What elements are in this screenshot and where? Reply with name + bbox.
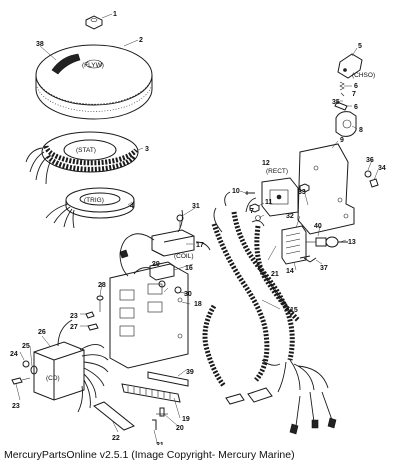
callout-25: 25 <box>22 343 30 350</box>
screw-27[interactable] <box>87 323 99 331</box>
callout-18: 18 <box>194 301 202 308</box>
callout-11: 11 <box>265 199 273 206</box>
callout-17: 17 <box>196 242 204 249</box>
callout-7a: 7 <box>352 91 356 98</box>
nut-33[interactable] <box>299 183 310 193</box>
terminal-cover[interactable] <box>147 371 189 387</box>
callout-34: 34 <box>378 165 386 172</box>
callout-33: 33 <box>298 189 306 196</box>
stator[interactable] <box>25 131 139 185</box>
callout-9: 9 <box>340 137 344 144</box>
rectifier[interactable] <box>261 177 299 217</box>
callout-13: 13 <box>348 239 356 246</box>
washer-34[interactable] <box>369 178 379 188</box>
callout-3: 3 <box>145 146 149 153</box>
trigger[interactable] <box>45 187 135 229</box>
callout-2: 2 <box>139 37 143 44</box>
screw-23-lower[interactable] <box>11 377 31 385</box>
tag-coil: (COIL) <box>174 253 194 260</box>
callout-21b: 21 <box>271 271 279 278</box>
screw-10[interactable] <box>245 191 255 195</box>
callout-39: 39 <box>186 369 194 376</box>
callout-40: 40 <box>314 223 322 230</box>
callout-15: 15 <box>290 307 298 314</box>
mounting-plate[interactable] <box>297 143 355 235</box>
module-16[interactable] <box>133 261 175 281</box>
washer-24[interactable] <box>22 360 30 368</box>
ignition-coil[interactable] <box>119 209 211 277</box>
callout-19: 19 <box>182 416 190 423</box>
leader-lines <box>15 13 379 445</box>
callout-6b: 6 <box>354 104 358 111</box>
callout-23a: 23 <box>70 313 78 320</box>
screw-21-bottom[interactable] <box>152 419 157 430</box>
callout-22: 22 <box>112 435 120 442</box>
callout-16: 16 <box>185 265 193 272</box>
terminal-block[interactable] <box>281 225 307 265</box>
choke-plunger[interactable] <box>334 101 348 111</box>
choke-bracket[interactable] <box>337 53 363 79</box>
washer-7-lower[interactable] <box>255 215 261 221</box>
callout-38: 38 <box>36 41 44 48</box>
callout-23b: 23 <box>12 403 20 410</box>
callout-6a: 6 <box>354 83 358 90</box>
flywheel-nut[interactable] <box>85 15 103 30</box>
coil-plate[interactable] <box>109 263 189 369</box>
cd-module[interactable] <box>33 319 109 413</box>
callout-28: 28 <box>98 282 106 289</box>
terminal-strip[interactable] <box>121 383 181 403</box>
tag-choke-solenoid: (CHSO) <box>352 72 375 79</box>
callout-35: 35 <box>332 99 340 106</box>
callout-4: 4 <box>130 203 134 210</box>
callout-32: 32 <box>286 213 294 220</box>
screw-36[interactable] <box>364 170 372 178</box>
callout-5: 5 <box>358 43 362 50</box>
callout-27: 27 <box>70 324 78 331</box>
callout-10: 10 <box>232 188 240 195</box>
callout-8: 8 <box>359 127 363 134</box>
callout-37: 37 <box>320 265 328 272</box>
tag-stator: (STAT) <box>76 147 96 154</box>
ground-bolt[interactable] <box>325 236 348 248</box>
screw-23-upper[interactable] <box>85 311 95 319</box>
image-caption: MercuryPartsOnline v2.5.1 (Image Copyrig… <box>4 449 295 461</box>
mounting-bracket-22[interactable] <box>93 401 135 431</box>
callout-12: 12 <box>262 160 270 167</box>
screw-29[interactable] <box>158 280 166 288</box>
grommet-25[interactable] <box>30 365 38 375</box>
callout-26: 26 <box>38 329 46 336</box>
screws-37[interactable] <box>299 255 317 263</box>
callout-1: 1 <box>113 11 117 18</box>
ground-stud[interactable] <box>306 237 327 247</box>
callout-7b: 7 <box>250 208 254 215</box>
wiring-harness[interactable] <box>202 191 337 435</box>
choke-solenoid[interactable] <box>335 111 357 137</box>
callout-20: 20 <box>176 425 184 432</box>
bolt-28[interactable] <box>96 295 104 312</box>
callout-36: 36 <box>366 157 374 164</box>
flywheel[interactable] <box>35 44 153 120</box>
tag-cd-module: (CD) <box>46 375 60 382</box>
choke-spring[interactable] <box>339 81 345 97</box>
tag-flywheel: (FLYW) <box>82 62 104 69</box>
callout-24: 24 <box>10 351 18 358</box>
exploded-parts-diagram: (FLYW) (STAT) (TRIG) (CHSO) (RECT) (COIL… <box>10 11 386 445</box>
tag-trigger: (TRIG) <box>84 197 104 204</box>
callout-14: 14 <box>286 268 294 275</box>
clip-20[interactable] <box>156 407 168 417</box>
callout-31: 31 <box>192 203 200 210</box>
tag-rectifier: (RECT) <box>266 168 288 175</box>
screw-30[interactable] <box>174 286 189 295</box>
callout-30: 30 <box>184 291 192 298</box>
nut-11[interactable] <box>249 203 260 213</box>
screw-31[interactable] <box>176 214 184 229</box>
callout-21a: 21 <box>156 442 164 445</box>
callout-29: 29 <box>152 261 160 268</box>
